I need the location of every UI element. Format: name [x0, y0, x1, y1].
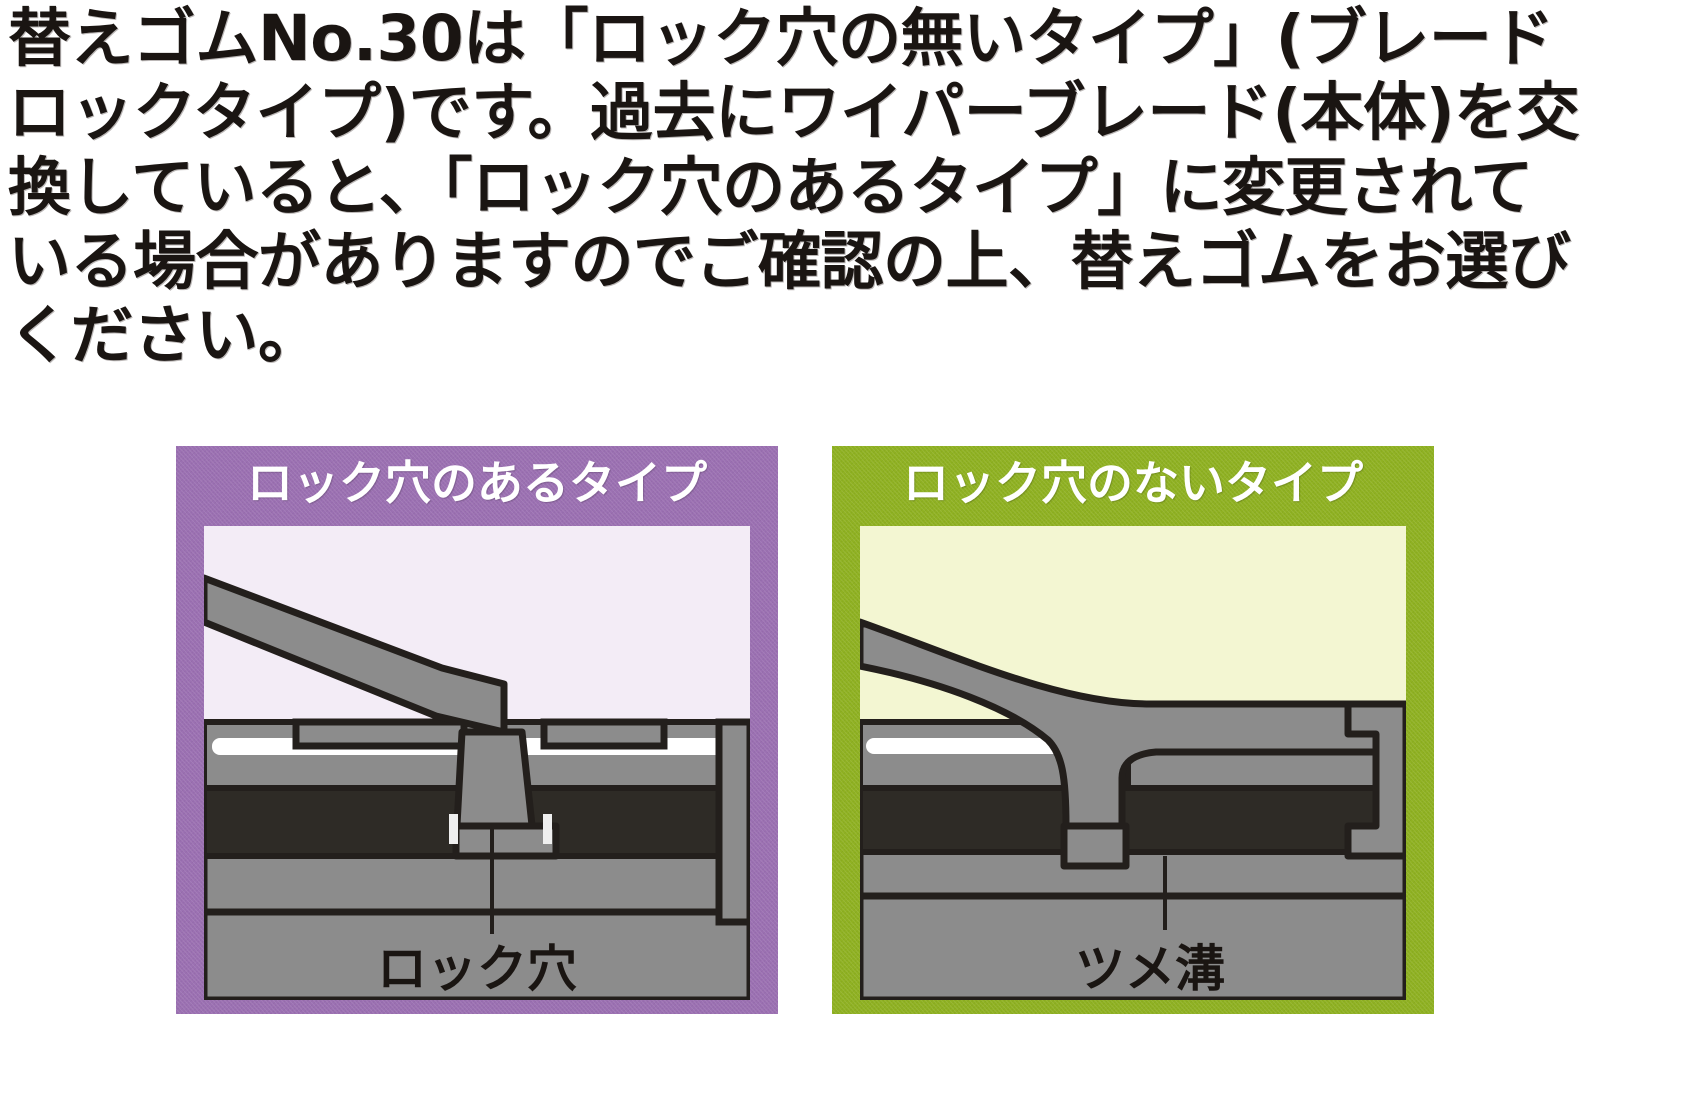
caption-lock-hole: ロック穴	[377, 940, 577, 998]
diagram-no-lock-hole: ツメ溝	[860, 526, 1406, 1000]
claw-nick-left	[449, 814, 458, 844]
comparison-panels: ロック穴のあるタイプ	[0, 446, 1701, 1026]
caption-claw-groove: ツメ溝	[1075, 940, 1225, 998]
no-lock-cross-section-svg: ツメ溝	[860, 618, 1406, 1000]
channel-highlight-left	[866, 738, 1090, 754]
claw-foot	[1060, 822, 1130, 870]
panel-no-lock-title: ロック穴のないタイプ	[903, 456, 1363, 510]
lock-claw-foot	[452, 822, 560, 860]
blade-lock-arm	[860, 618, 1406, 856]
blade-backing-lower	[860, 842, 1406, 1000]
rubber-strip	[860, 781, 1406, 855]
wiper-arm-lever	[204, 574, 508, 736]
diagram-lock-hole: ロック穴	[204, 526, 750, 1000]
intro-paragraph: 替えゴムNo.30は「ロック穴の無いタイプ」(ブレードロックタイプ)です。過去に…	[8, 2, 1580, 373]
panel-lock-hole-type: ロック穴のあるタイプ	[176, 446, 778, 1014]
lock-hole-cross-section-svg: ロック穴	[204, 574, 750, 1000]
panel-lock-hole-title: ロック穴のあるタイプ	[247, 456, 707, 510]
claw-nick-right	[543, 814, 552, 844]
lock-hole-recess	[292, 718, 668, 750]
blade-right-end	[715, 718, 750, 926]
blade-lock-end-hook	[1344, 700, 1406, 860]
panel-no-lock-hole-type: ロック穴のないタイプ	[832, 446, 1434, 1014]
